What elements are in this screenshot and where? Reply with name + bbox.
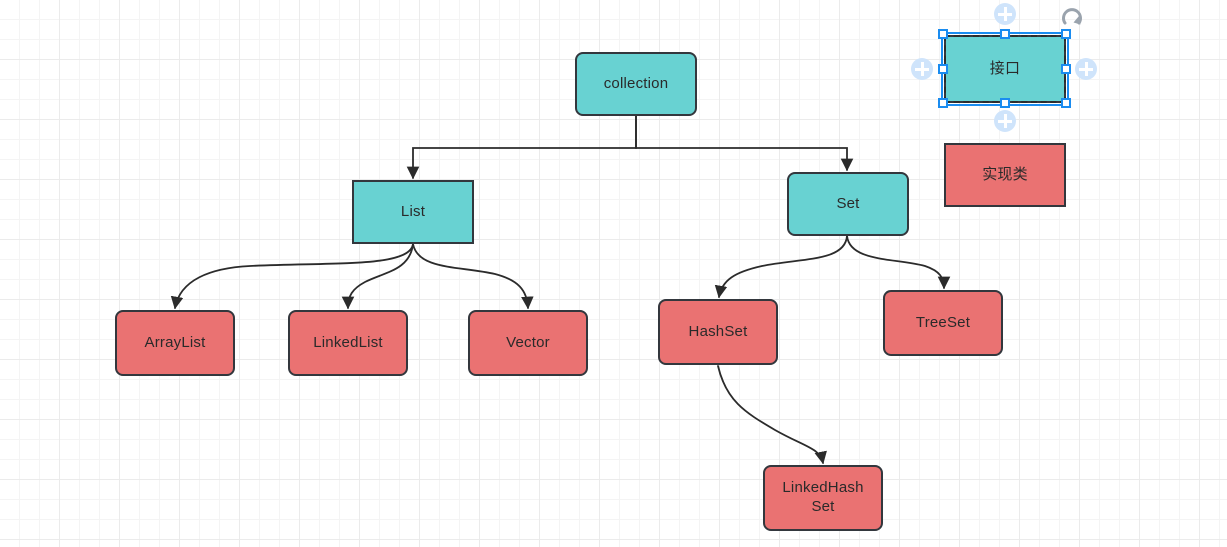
add-connection-right-icon[interactable]: [1075, 58, 1097, 80]
add-connection-bottom-icon[interactable]: [994, 110, 1016, 132]
edge-list-to-vector[interactable]: [412, 243, 534, 310]
node-legend-interface[interactable]: 接口: [944, 35, 1066, 103]
handle-bottom-left[interactable]: [938, 98, 948, 108]
node-label: HashSet: [688, 322, 748, 340]
node-label: Set: [836, 194, 860, 212]
node-label: 实现类: [982, 165, 1028, 183]
node-list[interactable]: List: [352, 180, 474, 244]
handle-top-left[interactable]: [938, 29, 948, 39]
handle-middle-left[interactable]: [938, 64, 948, 74]
node-hashset[interactable]: HashSet: [658, 299, 778, 365]
node-label: collection: [603, 74, 669, 92]
node-label: 接口: [989, 59, 1021, 77]
node-label: List: [400, 202, 426, 220]
node-label: TreeSet: [915, 313, 971, 331]
edge-set-to-hashset[interactable]: [714, 235, 848, 299]
handle-top-center[interactable]: [1000, 29, 1010, 39]
node-label: LinkedHash Set: [782, 479, 864, 515]
handle-bottom-right[interactable]: [1061, 98, 1071, 108]
handle-middle-right[interactable]: [1061, 64, 1071, 74]
node-set[interactable]: Set: [787, 172, 909, 236]
edge-list-to-linkedlist[interactable]: [341, 243, 414, 310]
edge-collection-to-set[interactable]: [635, 115, 854, 172]
node-linkedlist[interactable]: LinkedList: [288, 310, 408, 376]
node-treeset[interactable]: TreeSet: [883, 290, 1003, 356]
node-arraylist[interactable]: ArrayList: [115, 310, 235, 376]
edge-collection-to-list[interactable]: [406, 115, 637, 180]
add-connection-left-icon[interactable]: [911, 58, 933, 80]
node-label: ArrayList: [144, 333, 206, 351]
node-label: LinkedList: [313, 333, 383, 351]
edge-set-to-treeset[interactable]: [846, 235, 951, 290]
node-linkedhashset[interactable]: LinkedHash Set: [763, 465, 883, 531]
node-legend-implementation[interactable]: 实现类: [944, 143, 1066, 207]
add-connection-top-icon[interactable]: [994, 3, 1016, 25]
handle-bottom-center[interactable]: [1000, 98, 1010, 108]
edge-hashset-to-linkedhashset[interactable]: [717, 365, 827, 465]
rotate-icon[interactable]: [1060, 7, 1086, 33]
node-vector[interactable]: Vector: [468, 310, 588, 376]
node-collection[interactable]: collection: [575, 52, 697, 116]
node-label: Vector: [506, 333, 550, 351]
edge-list-to-arraylist[interactable]: [170, 243, 414, 310]
handle-top-right[interactable]: [1061, 29, 1071, 39]
